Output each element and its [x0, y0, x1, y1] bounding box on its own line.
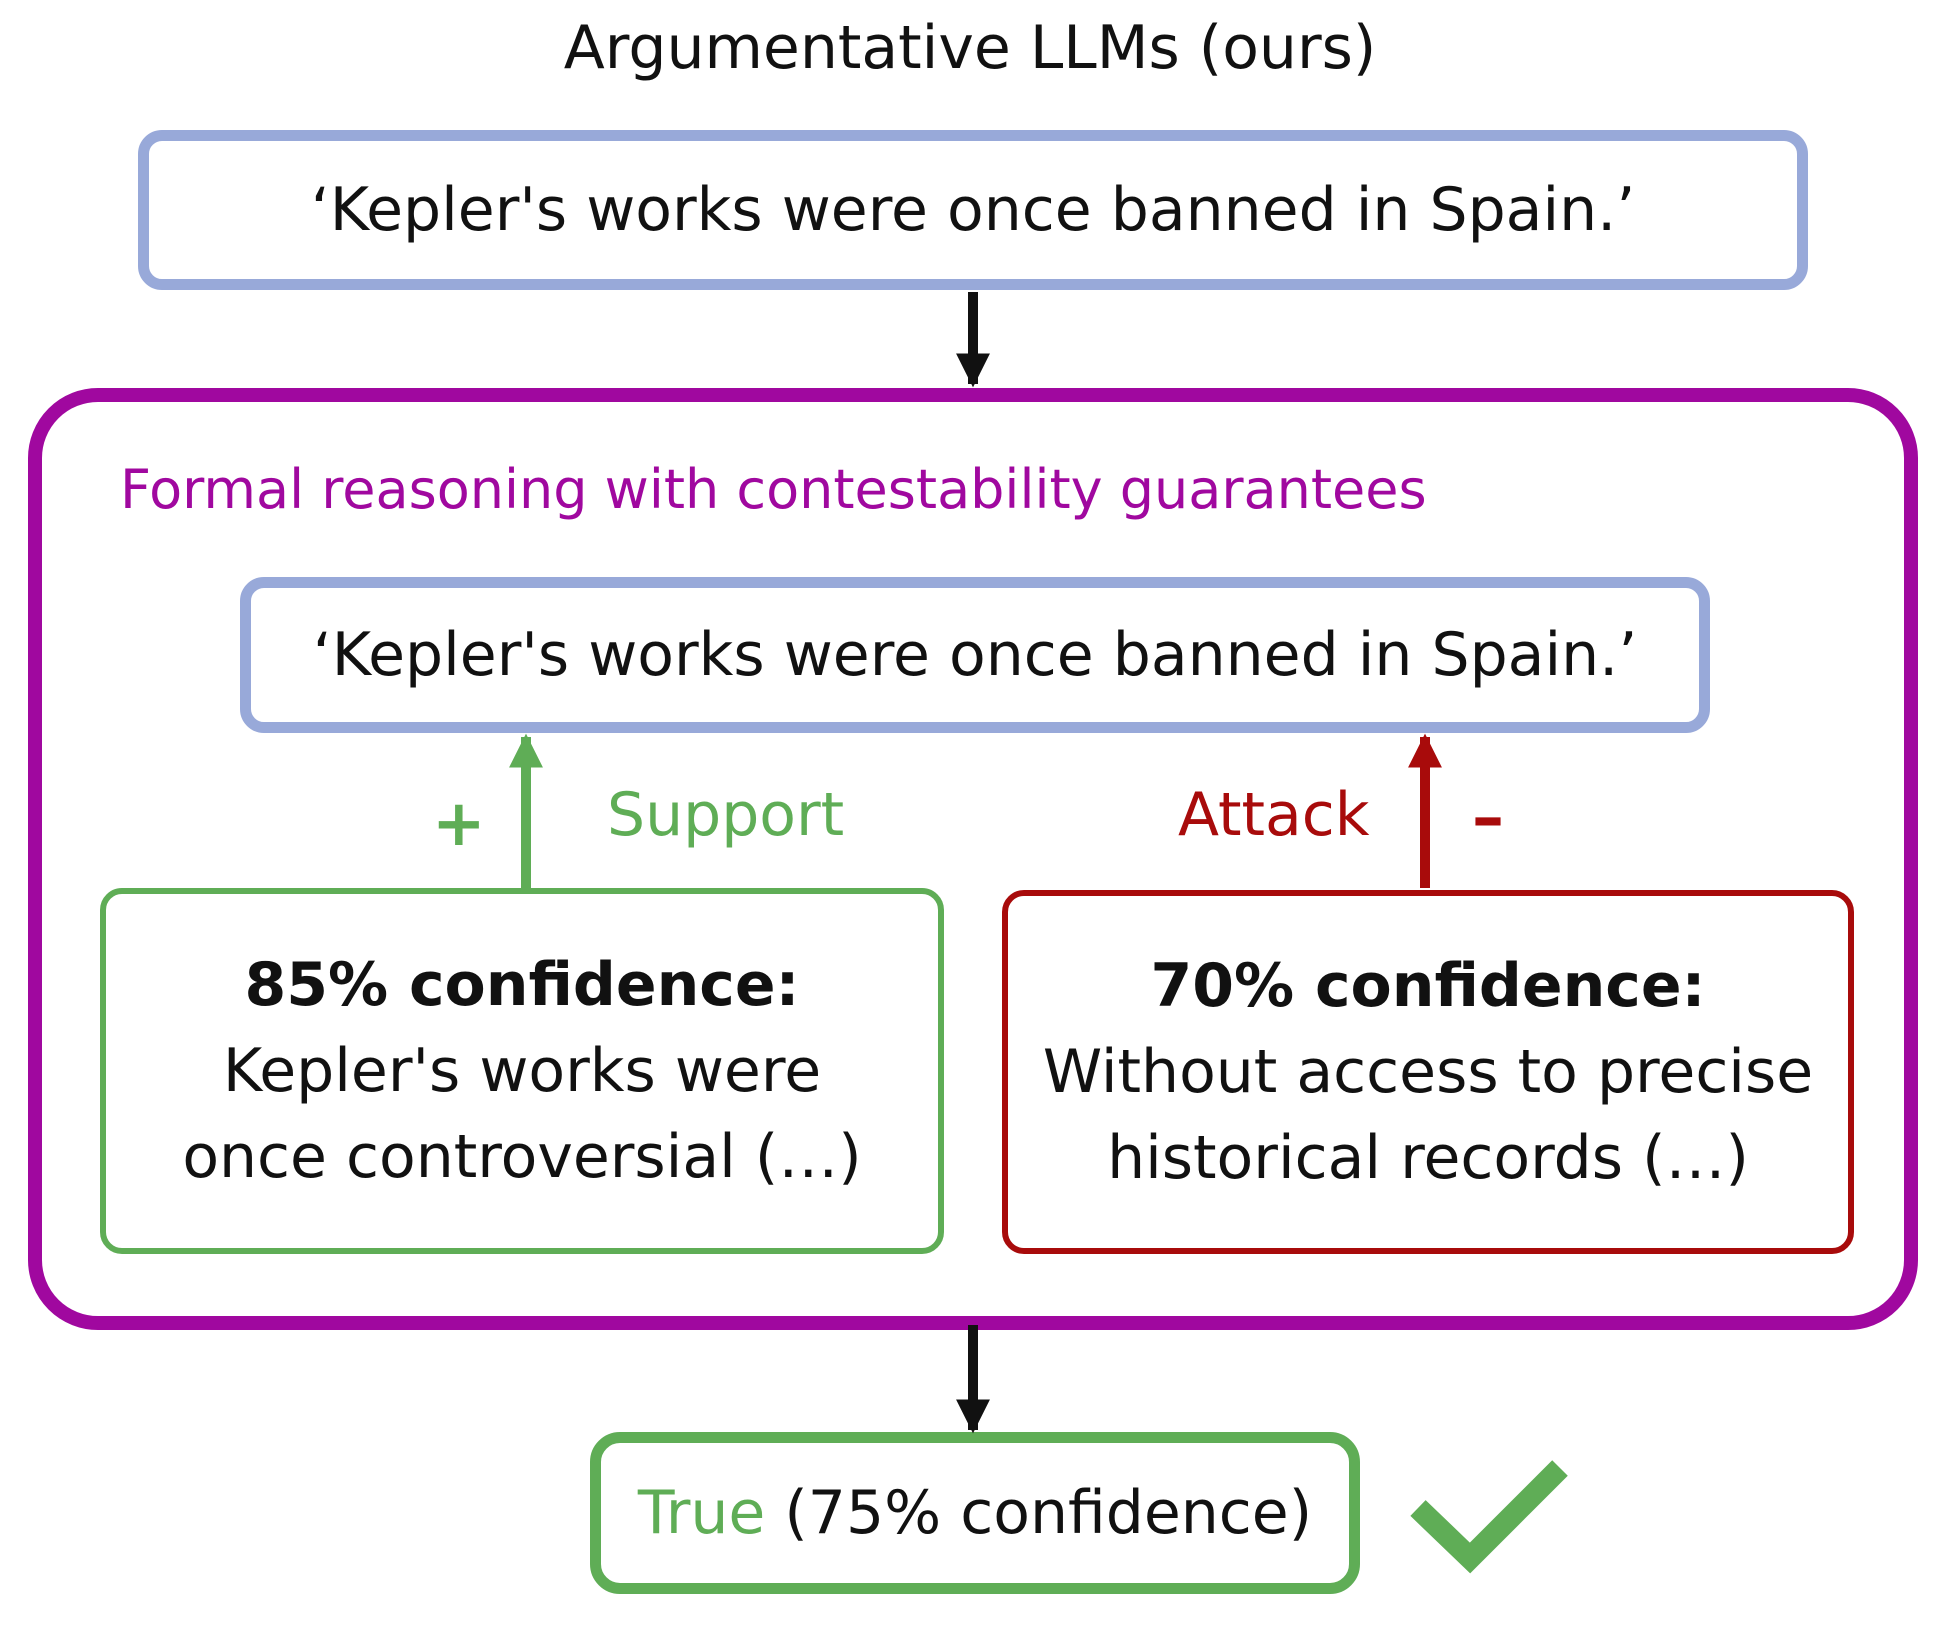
support-text-line-1: Kepler's works were	[222, 1036, 822, 1106]
support-text-line-2: once controversial (…)	[182, 1122, 862, 1192]
support-sign: +	[432, 787, 486, 861]
attack-argument-box: 70% confidence: Without access to precis…	[1002, 890, 1854, 1254]
result-box: True (75% confidence)	[590, 1432, 1360, 1594]
attack-text-line-1: Without access to precise	[1042, 1037, 1814, 1107]
attack-sign: –	[1472, 781, 1504, 855]
inner-claim-box: ‘Kepler's works were once banned in Spai…	[240, 577, 1710, 733]
input-claim-box: ‘Kepler's works were once banned in Spai…	[138, 130, 1808, 290]
checkmark-icon	[1410, 1460, 1568, 1574]
attack-label: Attack	[1178, 780, 1370, 850]
attack-text-line-2: historical records (…)	[1107, 1123, 1749, 1193]
attack-confidence: 70% confidence:	[1150, 951, 1706, 1021]
input-claim-text: ‘Kepler's works were once banned in Spai…	[310, 175, 1636, 245]
frame-label: Formal reasoning with contestability gua…	[120, 458, 1427, 521]
inner-claim-text: ‘Kepler's works were once banned in Spai…	[312, 620, 1638, 690]
support-argument-box: 85% confidence: Kepler's works were once…	[100, 888, 944, 1254]
result-detail: (75% confidence)	[765, 1478, 1313, 1548]
support-confidence: 85% confidence:	[244, 950, 800, 1020]
support-label: Support	[607, 780, 845, 850]
result-verdict: True	[637, 1478, 766, 1548]
diagram-title: Argumentative LLMs (ours)	[563, 13, 1377, 83]
